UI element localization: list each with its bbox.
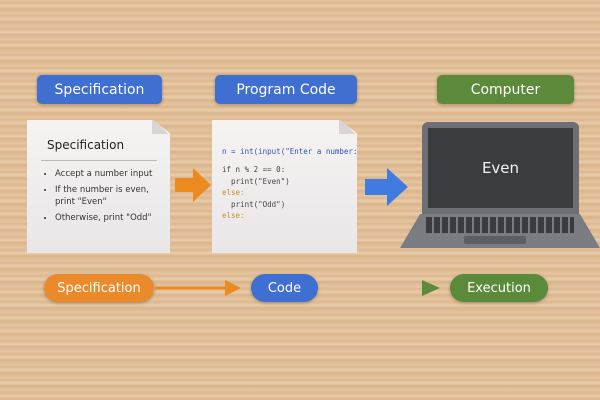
label-specification: Specification <box>37 75 162 104</box>
bullet: If the number is even, print "Even" <box>55 184 163 208</box>
spec-bullets: Accept a number input If the number is e… <box>55 168 163 224</box>
code-document: n = int(input("Enter a number: ")if n % … <box>212 120 357 253</box>
divider <box>41 160 157 161</box>
laptop-lid: Even <box>422 122 579 214</box>
flow-step-code: Code <box>251 274 318 302</box>
trackpad <box>464 236 526 244</box>
specification-document: Specification Accept a number input If t… <box>27 120 170 253</box>
code-block: n = int(input("Enter a number: ") if n % … <box>222 134 372 245</box>
flow-step-execution: Execution <box>450 274 548 302</box>
label-program-code: Program Code <box>215 75 357 104</box>
flow-arrow <box>155 280 241 296</box>
bullet: Accept a number input <box>55 168 163 180</box>
laptop-keyboard <box>400 214 600 248</box>
code-line: n = int(input("Enter a number: ") <box>222 146 372 156</box>
flow-step-specification: Specification <box>44 274 154 302</box>
code-line: if n % 2 == 0: <box>222 165 286 174</box>
arrow-right-icon <box>175 168 211 202</box>
code-line: else: <box>222 211 245 220</box>
label-computer: Computer <box>437 75 574 104</box>
code-line: print("Even") <box>222 176 290 186</box>
page-fold <box>339 120 357 134</box>
laptop-screen: Even <box>428 128 573 208</box>
laptop: Even <box>398 122 600 252</box>
spec-title: Specification <box>47 138 125 152</box>
screen-output: Even <box>481 159 520 177</box>
flow-arrow <box>320 280 440 296</box>
code-line: print("Odd") <box>222 199 286 209</box>
arrow-right-icon <box>365 168 408 206</box>
bullet: Otherwise, print "Odd" <box>55 212 163 224</box>
code-line: else: <box>222 188 245 197</box>
page-fold <box>152 120 170 134</box>
